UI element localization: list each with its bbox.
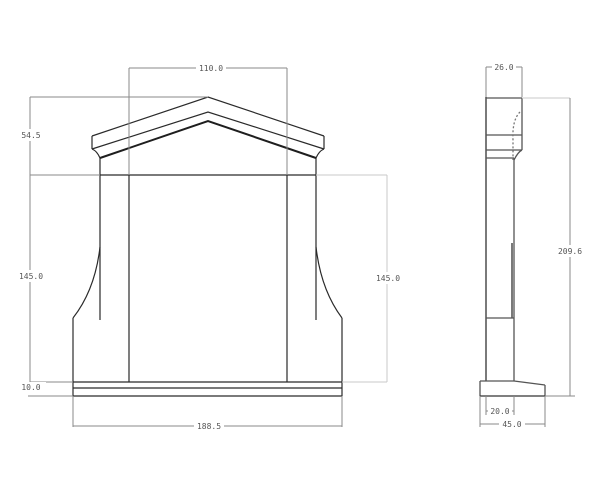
dim-overall-height: 209.6 <box>522 97 586 397</box>
dim-label-top-width: 110.0 <box>199 64 223 73</box>
dim-label-overall-depth: 45.0 <box>502 420 521 429</box>
dim-pediment-height: 54.5 <box>18 96 208 175</box>
dim-label-pediment-height: 54.5 <box>21 131 40 140</box>
dim-plinth-inner: 20.0 <box>485 396 515 417</box>
side-plinth <box>479 380 546 397</box>
pediment <box>91 96 325 159</box>
front-elevation: 110.0 54.5 145.0 145.0 <box>15 62 403 432</box>
dim-label-right-height: 145.0 <box>376 274 400 283</box>
right-leg <box>286 158 343 396</box>
dim-label-top-depth: 26.0 <box>494 63 513 72</box>
side-elevation: 26.0 209.6 20.0 45.0 <box>479 61 586 430</box>
hearth-base <box>73 381 342 397</box>
dim-right-height: 145.0 <box>316 174 403 383</box>
dim-label-plinth-inner: 20.0 <box>490 407 509 416</box>
dim-overall-width: 188.5 <box>72 396 343 432</box>
dim-label-base-height: 10.0 <box>21 383 40 392</box>
dim-base-height: 10.0 <box>16 382 73 397</box>
hidden-profile-line <box>512 111 521 160</box>
dim-label-overall-width: 188.5 <box>197 422 221 431</box>
dim-label-left-height: 145.0 <box>19 272 43 281</box>
dim-label-overall-height: 209.6 <box>558 247 582 256</box>
left-leg <box>72 158 130 396</box>
dim-left-height: 145.0 <box>15 174 100 383</box>
dim-top-width: 110.0 <box>128 62 288 175</box>
dim-top-depth: 26.0 <box>485 61 523 97</box>
dim-overall-depth: 45.0 <box>479 396 546 430</box>
